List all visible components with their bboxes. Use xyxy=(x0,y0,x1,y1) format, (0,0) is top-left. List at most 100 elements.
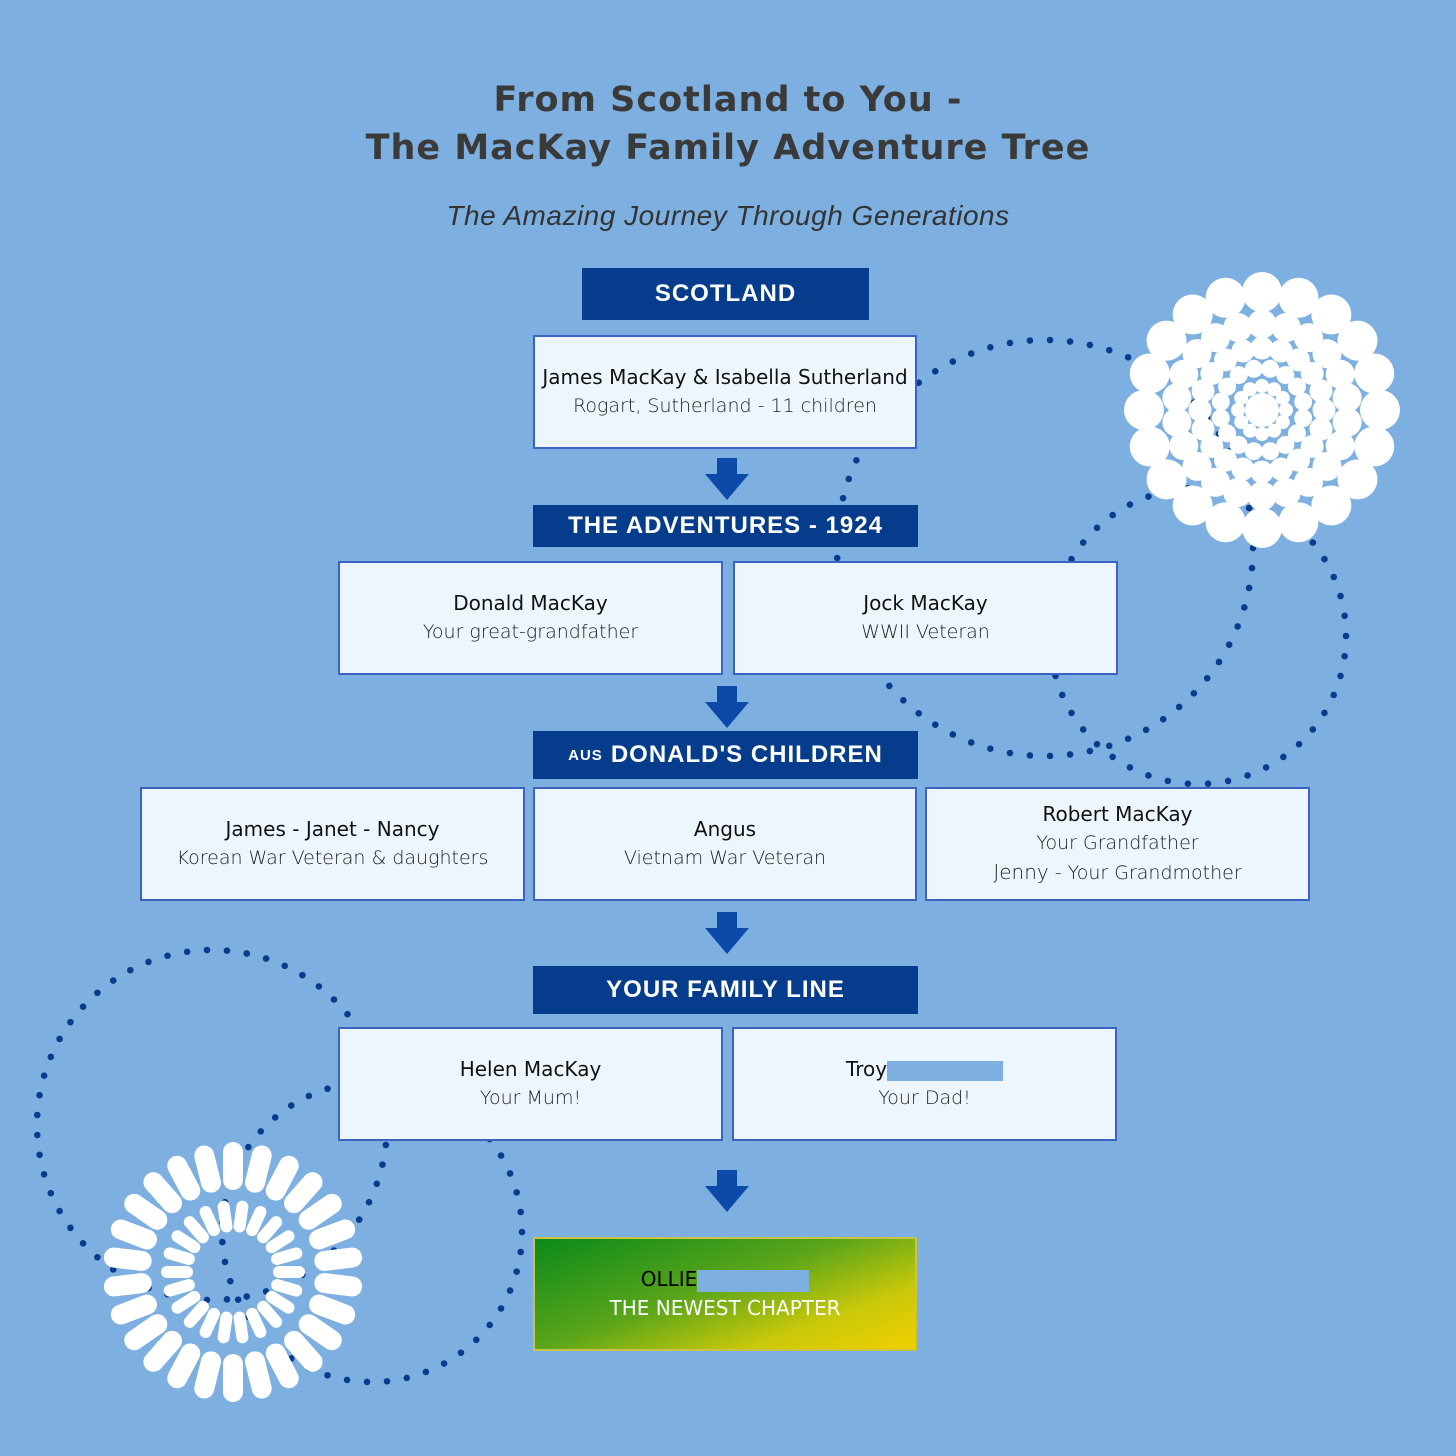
burst-petal xyxy=(245,1351,272,1399)
ring-dot xyxy=(281,962,288,970)
flower-dot xyxy=(1188,398,1212,422)
ring-dot xyxy=(1079,539,1087,546)
card-partner-line: Jenny - Your Grandmother xyxy=(993,858,1241,888)
flower-dot xyxy=(1243,423,1257,438)
ring-dot xyxy=(47,1189,55,1197)
flower-dot xyxy=(1271,312,1301,342)
burst-petal xyxy=(223,1142,243,1190)
ring-dot xyxy=(1341,612,1348,620)
ring-dot xyxy=(1142,726,1150,734)
flower-dot xyxy=(1354,353,1395,394)
ring-dot xyxy=(245,1143,252,1151)
ring-dot xyxy=(1245,584,1253,592)
flower-dot xyxy=(1261,359,1280,378)
ring-dot xyxy=(373,1180,381,1188)
ring-dot xyxy=(315,983,323,990)
burst-petal xyxy=(103,1247,152,1271)
flower-dot xyxy=(1275,391,1290,405)
flower-dot xyxy=(1309,417,1333,441)
arrows-group xyxy=(705,458,749,1212)
flower-dot xyxy=(1169,431,1199,461)
ring-dot xyxy=(36,1091,43,1099)
flower-dot xyxy=(1325,431,1355,461)
redaction-block xyxy=(887,1060,1004,1081)
burst-petal xyxy=(298,1193,342,1230)
ring-dot xyxy=(915,709,923,717)
flower-dot xyxy=(1247,309,1277,339)
card-jock: Jock MacKay WWII Veteran xyxy=(733,561,1118,675)
ring-dot xyxy=(1068,709,1075,717)
banner-children: AUS DONALD'S CHILDREN xyxy=(533,731,918,779)
burst-petal xyxy=(309,1294,356,1325)
down-arrow-icon xyxy=(705,912,749,954)
burst-petal xyxy=(217,1311,233,1344)
ring-dot xyxy=(517,1248,524,1256)
ring-dot xyxy=(967,350,975,357)
flower-dot xyxy=(1276,435,1295,454)
flower-dot xyxy=(1242,272,1282,312)
ring-dot xyxy=(1245,504,1253,512)
card-donald: Donald MacKay Your great-grandfather xyxy=(338,561,723,675)
card-angus: Angus Vietnam War Veteran xyxy=(533,787,917,901)
ring-dot xyxy=(33,1111,41,1119)
ring-dot xyxy=(203,946,211,954)
ring-dot xyxy=(1026,337,1034,344)
ring-dot xyxy=(382,1141,390,1149)
ring-dot xyxy=(518,1228,526,1236)
ring-dot xyxy=(363,1378,371,1386)
flower-dot xyxy=(1129,353,1170,394)
ring-dot xyxy=(1337,672,1344,680)
ring-dot xyxy=(506,1287,514,1294)
ring-dot xyxy=(472,1336,480,1344)
flower-dot xyxy=(1247,481,1277,511)
ring-dot xyxy=(1204,780,1212,787)
ring-dot xyxy=(343,1376,351,1384)
ring-dot xyxy=(36,1151,43,1159)
card-partner-name: Jenny xyxy=(993,860,1049,884)
flower-dot xyxy=(1269,457,1293,481)
flower-dot xyxy=(1146,459,1187,500)
ring-dot xyxy=(1086,341,1094,349)
burst-petal xyxy=(167,1343,201,1389)
burst-petal xyxy=(110,1219,157,1250)
flower-dot xyxy=(1337,320,1378,361)
ring-dot xyxy=(1295,740,1303,748)
card-detail: Your Grandfather xyxy=(1036,832,1199,854)
flower-dot xyxy=(1245,393,1279,427)
flower-dot xyxy=(1255,379,1269,393)
ring-dot xyxy=(67,1224,74,1232)
ring-dot xyxy=(271,1114,279,1121)
ring-dot xyxy=(1330,691,1338,699)
ring-dot xyxy=(987,344,994,351)
flower-dot xyxy=(1231,339,1255,363)
ring-dot xyxy=(383,1377,391,1385)
ring-dot xyxy=(365,1198,373,1206)
ring-dot xyxy=(287,1102,295,1109)
white-dot-flower-icon xyxy=(1124,272,1400,548)
flower-dot xyxy=(1311,294,1352,335)
card-detail: Your great-grandfather xyxy=(422,621,639,643)
ring-dot xyxy=(931,368,939,375)
burst-petal xyxy=(245,1145,272,1193)
flower-dot xyxy=(1244,442,1263,461)
flower-dot xyxy=(1229,366,1248,385)
ring-dot xyxy=(1068,555,1075,563)
ring-dot xyxy=(1026,752,1034,759)
burst-petal xyxy=(284,1172,323,1214)
burst-petal xyxy=(124,1314,168,1351)
ring-dot xyxy=(845,475,853,483)
flower-dot xyxy=(1332,383,1362,413)
flower-dot xyxy=(1201,323,1231,353)
card-helen: Helen MacKay Your Mum! xyxy=(338,1027,723,1141)
white-petal-burst-icon xyxy=(103,1142,363,1402)
ring-dot xyxy=(457,1349,465,1357)
banner-scotland: SCOTLAND xyxy=(582,268,869,320)
burst-petal xyxy=(314,1247,363,1271)
flower-dot xyxy=(1191,417,1215,441)
ring-dot xyxy=(40,1072,48,1079)
ring-dot xyxy=(833,554,841,562)
ring-dot xyxy=(1241,604,1248,611)
ring-dot xyxy=(497,1152,505,1159)
flower-dot xyxy=(1231,457,1255,481)
